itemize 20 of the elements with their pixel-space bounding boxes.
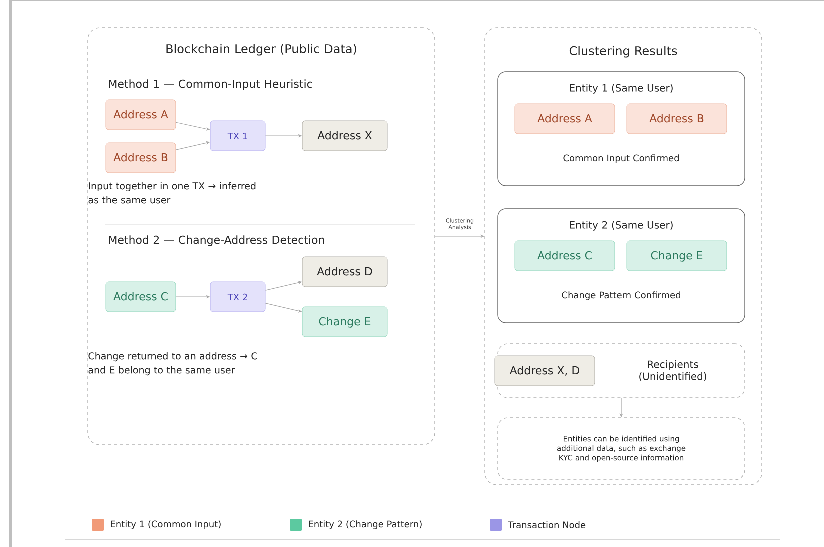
address-box: Address B bbox=[626, 104, 728, 134]
address-box: Change E bbox=[626, 240, 728, 272]
address-box: Address C bbox=[106, 282, 176, 312]
legend-label: Entity 1 (Common Input) bbox=[111, 520, 221, 530]
address-box: Address A bbox=[514, 104, 616, 134]
legend-label: Entity 2 (Change Pattern) bbox=[309, 520, 422, 530]
address-box: Address X bbox=[302, 120, 388, 152]
address-box: Address A bbox=[106, 100, 176, 130]
address-box: Address C bbox=[514, 240, 616, 272]
legend-label: Transaction Node bbox=[508, 522, 586, 528]
transaction-box: TX 2 bbox=[210, 282, 266, 312]
address-box: Change E bbox=[302, 306, 388, 338]
heading: Method 1 — Common-Input Heuristic bbox=[109, 80, 312, 90]
address-box: Address D bbox=[302, 256, 388, 288]
note-text: Change returned to an address → C and E belong to the same user bbox=[88, 352, 258, 376]
address-box: Address B bbox=[106, 142, 176, 174]
address-box: Address X, D bbox=[494, 356, 596, 386]
note-text: Input together in one TX → inferred as the same user bbox=[88, 182, 256, 204]
transaction-box: TX 1 bbox=[210, 120, 266, 152]
heading: Method 2 — Change-Address Detection bbox=[109, 236, 324, 246]
